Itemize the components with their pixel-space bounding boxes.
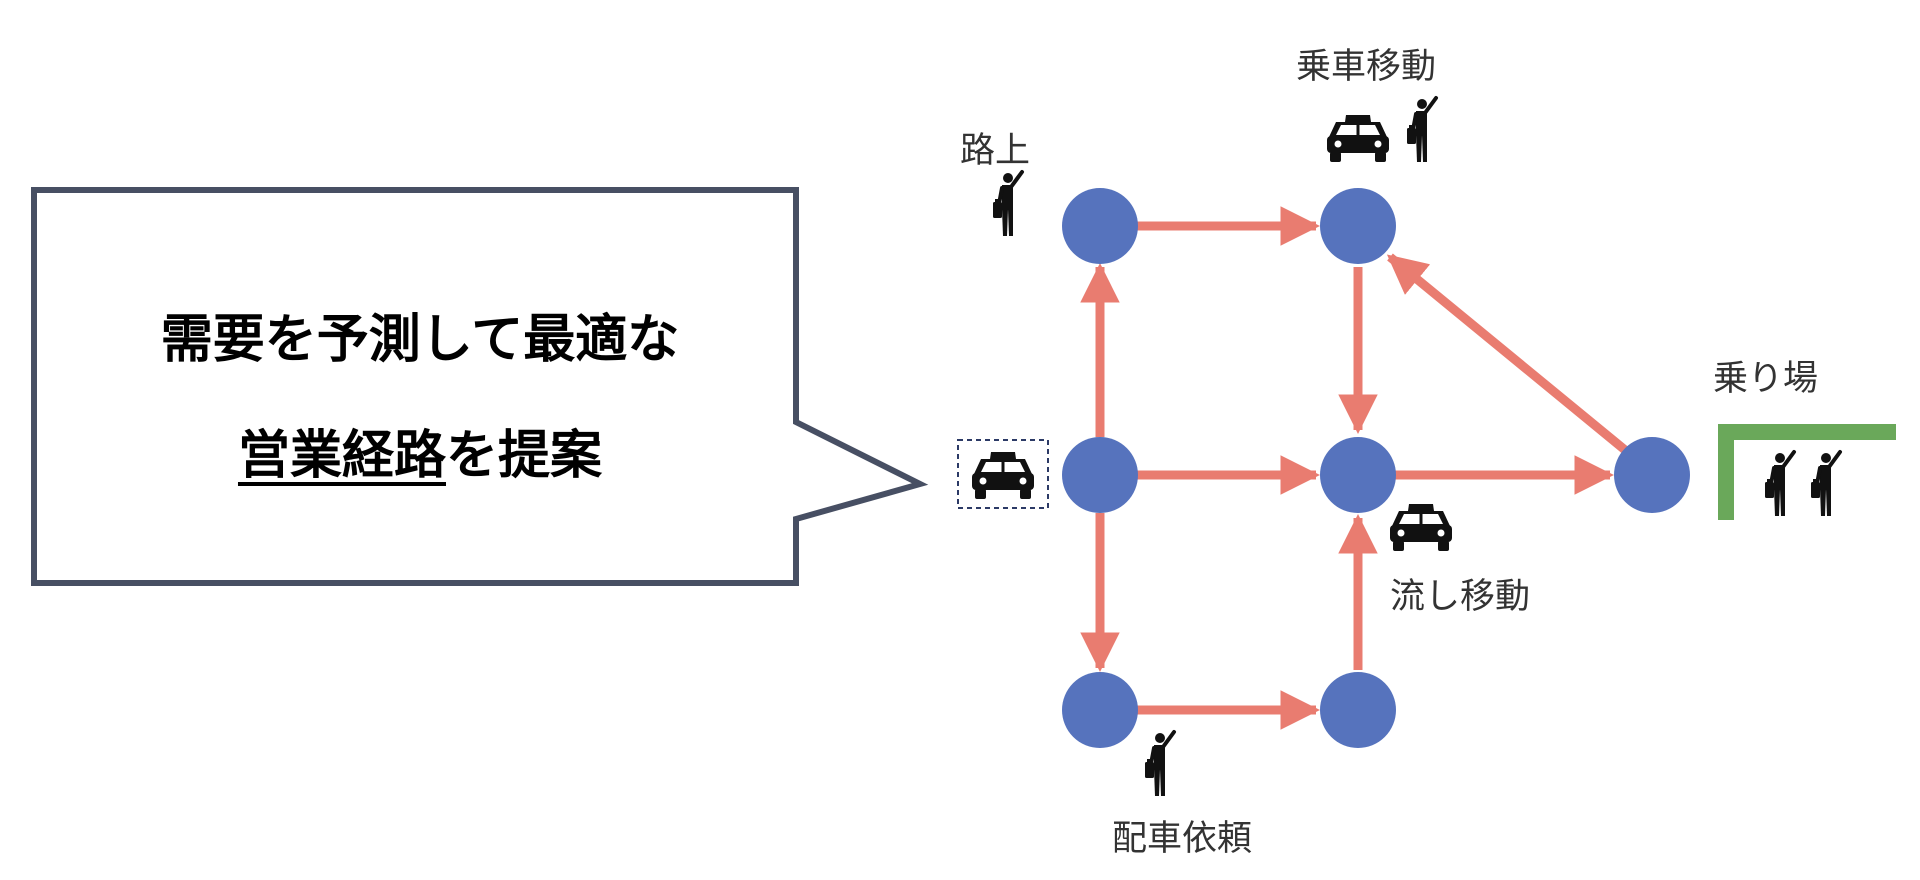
edges bbox=[1080, 206, 1628, 730]
taxi-stand-bracket bbox=[1718, 424, 1896, 520]
callout-bubble bbox=[31, 187, 929, 586]
label-cruising-move: 流し移動 bbox=[1390, 577, 1531, 617]
node-cruising bbox=[1320, 437, 1396, 513]
node-street bbox=[1062, 188, 1138, 264]
node-taxi-stand bbox=[1614, 437, 1690, 513]
callout-text-line2: 営業経路を提案 bbox=[40, 413, 800, 488]
label-taxi-stand: 乗り場 bbox=[1713, 359, 1819, 399]
node-boarding bbox=[1320, 188, 1396, 264]
hailing-person-icon bbox=[1809, 450, 1842, 518]
label-street: 路上 bbox=[960, 131, 1031, 171]
hailing-person-icon bbox=[991, 170, 1024, 238]
taxi-icon bbox=[1388, 502, 1454, 553]
node-request bbox=[1320, 672, 1396, 748]
hailing-person-icon bbox=[1405, 96, 1438, 164]
node-dispatch bbox=[1062, 672, 1138, 748]
label-boarding-move: 乗車移動 bbox=[1296, 47, 1437, 87]
node-center bbox=[1062, 437, 1138, 513]
nodes bbox=[1062, 188, 1690, 748]
hailing-person-icon bbox=[1763, 450, 1796, 518]
hailing-person-icon bbox=[1143, 730, 1176, 798]
taxi-icon bbox=[970, 450, 1036, 501]
taxi-icon bbox=[1325, 113, 1391, 164]
label-dispatch-request: 配車依頼 bbox=[1112, 819, 1253, 859]
current-taxi-box bbox=[957, 439, 1049, 509]
edge-stand-to-boarding bbox=[1386, 253, 1628, 454]
callout-phrase-rest: を提案 bbox=[446, 426, 603, 486]
callout-underlined-phrase: 営業経路 bbox=[237, 426, 446, 486]
callout-text-line1: 需要を予測して最適な bbox=[160, 310, 680, 370]
